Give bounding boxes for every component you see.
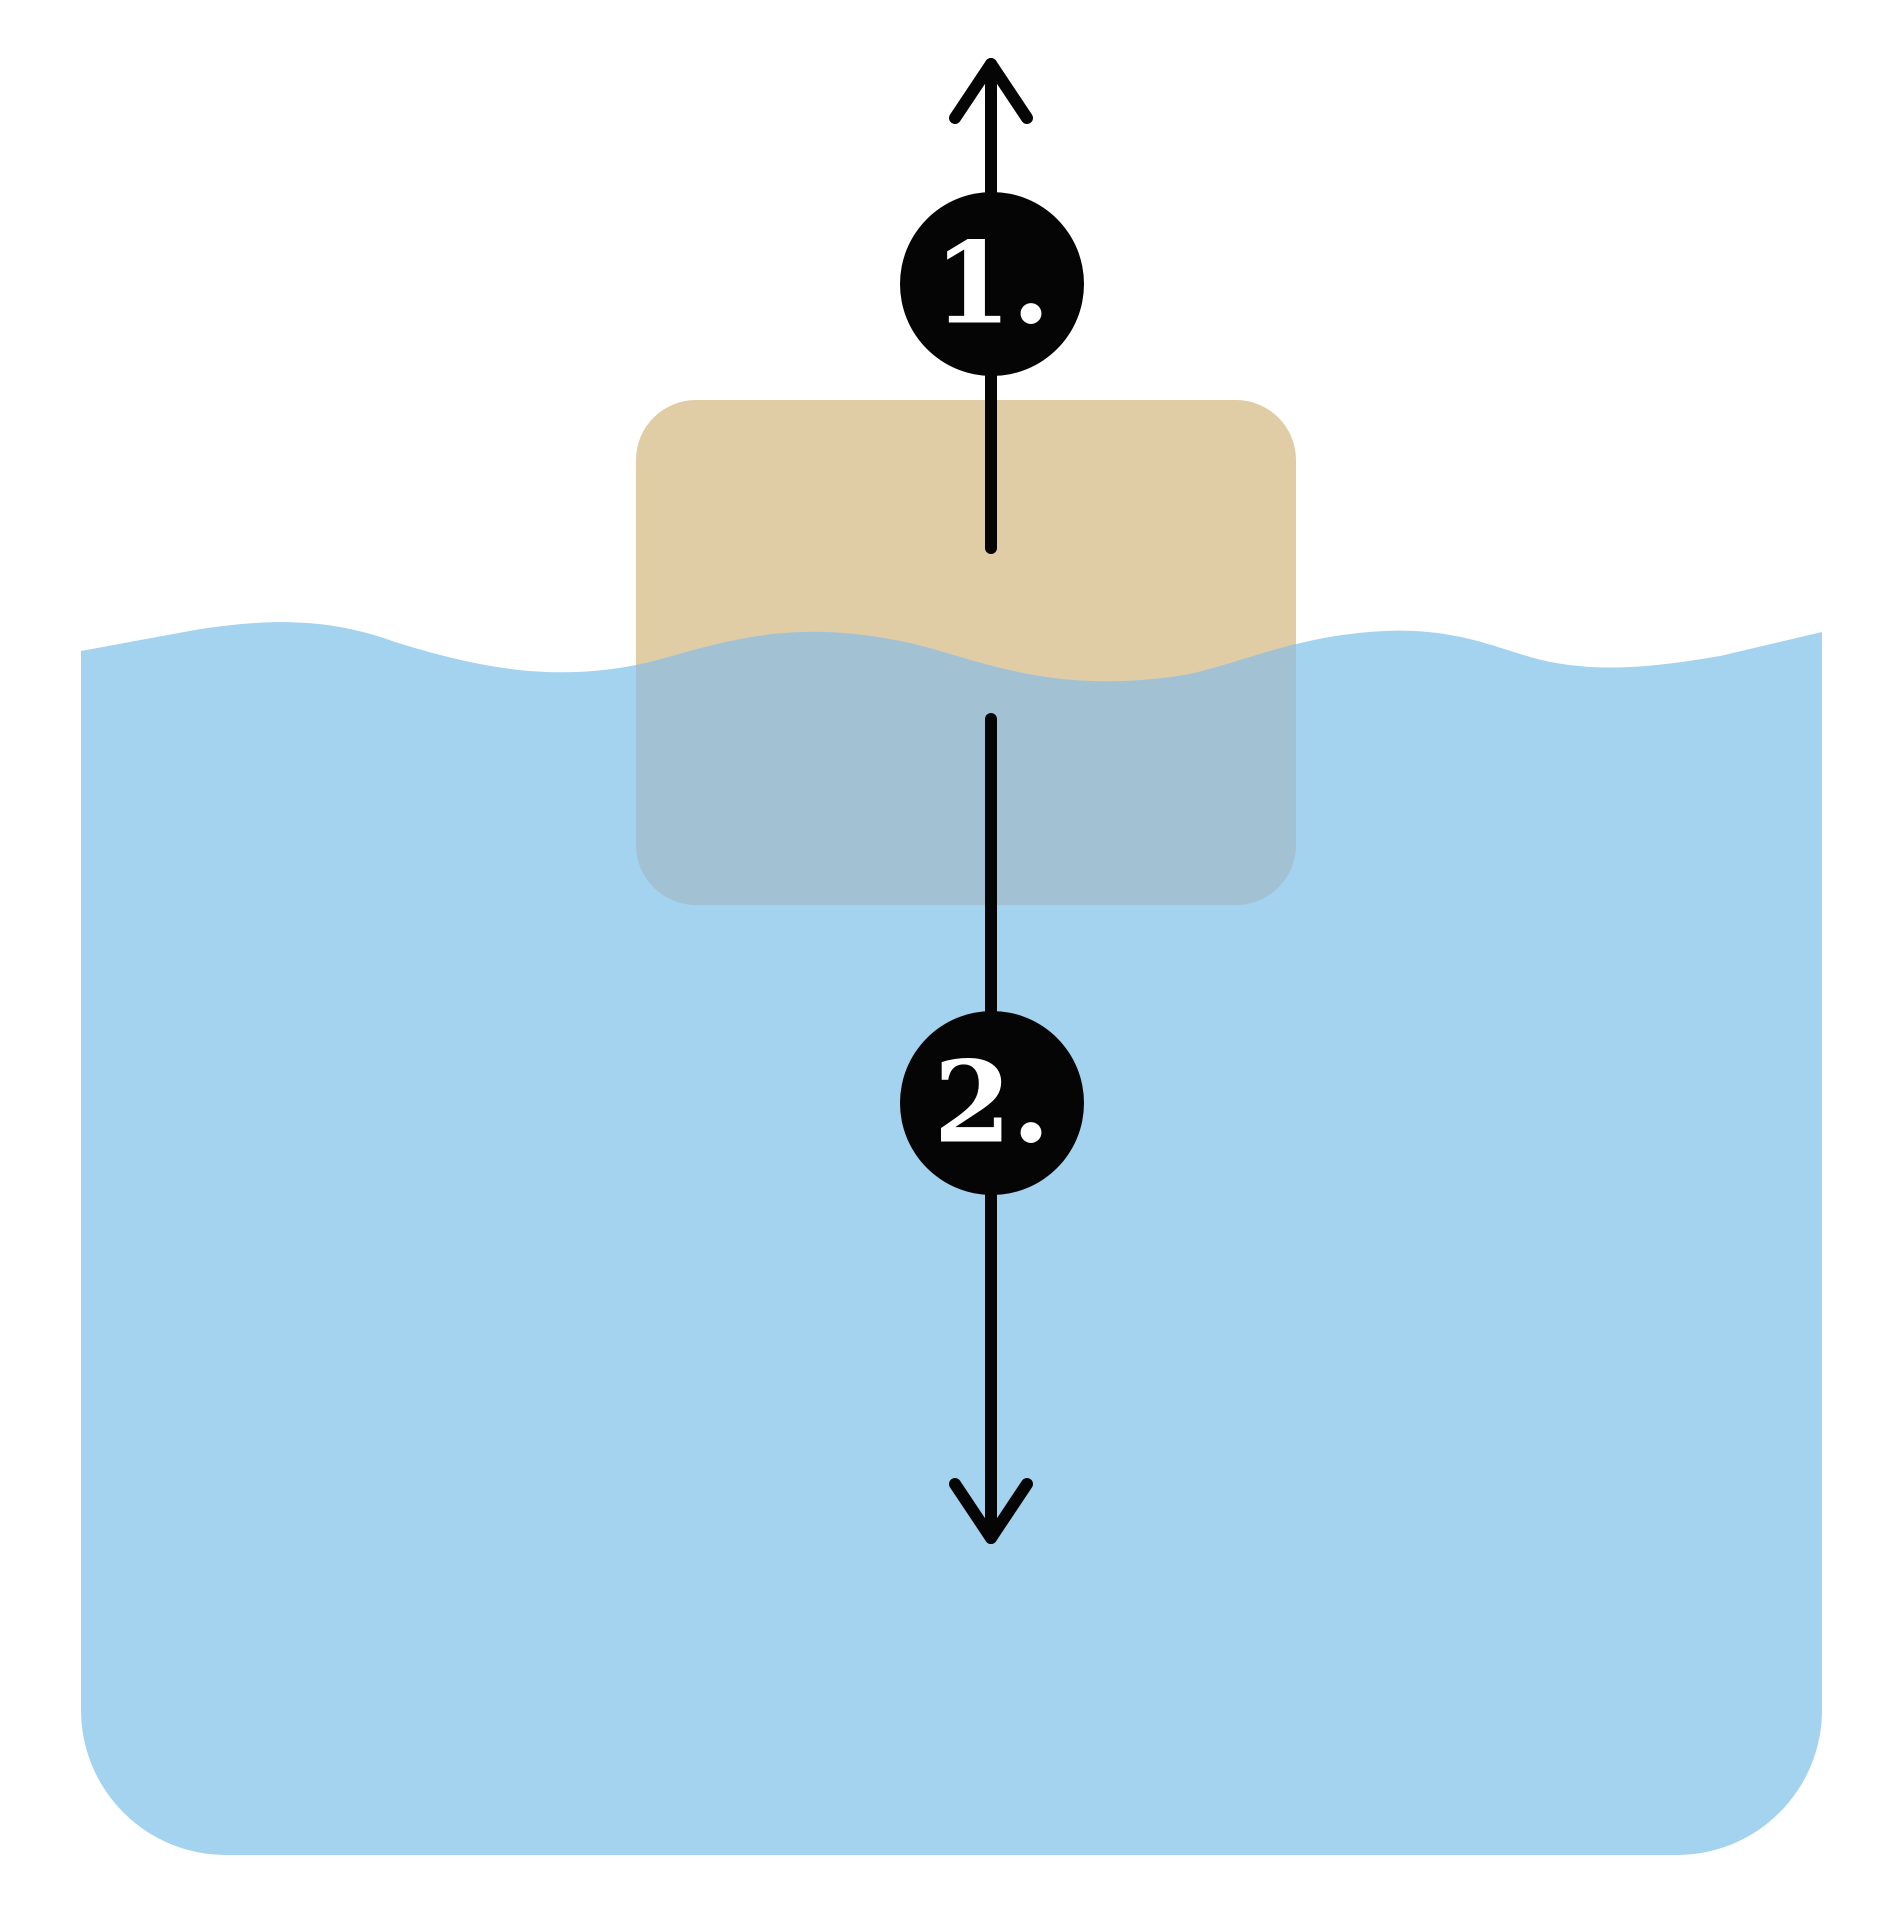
force-label-2: 2. <box>900 1011 1084 1195</box>
label-1-text: 1. <box>934 219 1051 350</box>
arrow-down-icon <box>949 1478 1033 1544</box>
label-2-circle <box>900 1011 1084 1195</box>
arrow-up-icon <box>949 58 1033 124</box>
force-label-1: 1. <box>900 192 1084 376</box>
label-1-circle <box>900 192 1084 376</box>
label-2-text: 2. <box>934 1038 1051 1169</box>
water-body <box>81 622 1822 1856</box>
